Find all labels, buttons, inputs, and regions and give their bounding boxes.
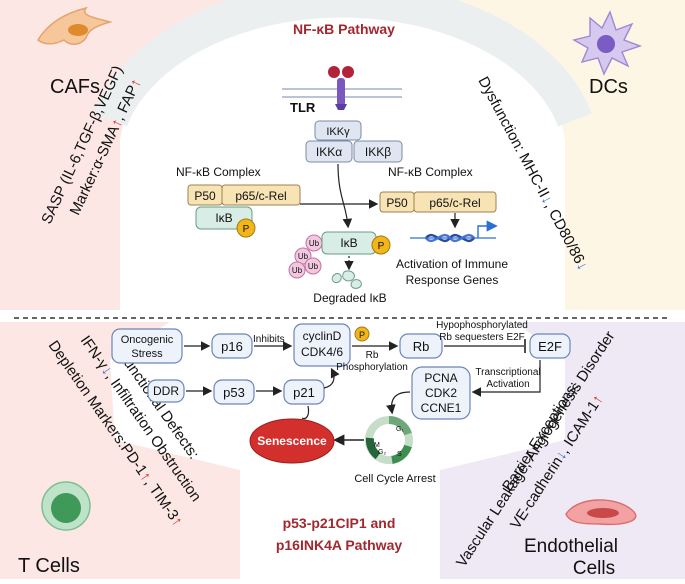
cdk2-label: CDK2 (425, 386, 457, 400)
dc-cell-icon (572, 10, 643, 76)
ikk-alpha-label: IKKα (316, 145, 342, 159)
e2f-box (529, 333, 571, 359)
nfkb-complex-left-label: NF-κB Complex (176, 165, 261, 179)
ikk-to-ikb-arrow (337, 163, 353, 229)
p16-box (211, 333, 253, 359)
oncogenic-label-line2: Stress (131, 348, 163, 360)
p53-label: p53 (223, 385, 245, 400)
dcs-label: DCs (589, 76, 628, 98)
ub-icon-3 (288, 261, 306, 279)
p50-left-label: P50 (194, 189, 216, 203)
nfkb-complex-right-label: NF-κB Complex (388, 165, 473, 179)
ddr-box (147, 379, 185, 403)
inhibits-label: Inhibits (253, 334, 285, 345)
grey-arc (93, 0, 592, 127)
p21-label: p21 (293, 385, 315, 400)
cyclind-label: cyclinD (303, 329, 342, 343)
pcna-label: PCNA (424, 371, 457, 385)
ddr-label: DDR (153, 384, 179, 398)
cyclind-box (293, 323, 351, 367)
cell-cycle-icon (365, 416, 413, 464)
p21-to-senescence-arrow (301, 405, 310, 420)
p50-right-label: P50 (386, 196, 408, 210)
tlr-label: TLR (290, 100, 316, 115)
ub-icon-4 (304, 257, 322, 275)
p53-box (213, 379, 255, 405)
ikk-alpha-box (305, 140, 353, 163)
p65-right-label: p65/c-Rel (429, 196, 480, 210)
rb-box (399, 333, 443, 359)
caf-cell-icon (37, 6, 113, 45)
e2f-to-pcna-arrow (471, 360, 541, 397)
p16-label: p16 (221, 339, 243, 354)
tcell-icon (41, 481, 91, 531)
endothelial-cell-icon (565, 499, 637, 526)
degraded-ikb-icon (331, 270, 362, 289)
pathway-title-line2: p16INK4A Pathway (276, 537, 403, 553)
cell-cycle-arrest-label: Cell Cycle Arrest (354, 473, 435, 485)
p65-left-box (221, 184, 301, 206)
phospho-left-icon (236, 218, 256, 238)
transcriptional-line2: Activation (486, 379, 529, 390)
m-label: M (374, 442, 380, 449)
rb-phospho-label: P (359, 330, 365, 340)
tlr-receptor-icon (328, 66, 354, 110)
g2-label: G₂ (378, 449, 386, 456)
pcna-to-arrest-arrow (386, 391, 411, 415)
pcna-box (411, 366, 471, 420)
rb-phosphorylation-line1: Rb (366, 350, 379, 361)
oncogenic-label-line1: Oncogenic (121, 334, 174, 346)
p21-to-cyclind-arrow (323, 367, 340, 389)
ikk-beta-label: IKKβ (365, 145, 391, 159)
s-label: S (397, 451, 402, 458)
ikb-left-label: IκB (215, 211, 232, 225)
ub-label-2: Ub (298, 252, 309, 261)
rb-phosphorylation-line2: Phosphorylation (336, 362, 408, 373)
tcells-label: T Cells (18, 555, 80, 577)
nfkb-title: NF-κB Pathway (293, 21, 395, 37)
phospho-center-icon (371, 235, 391, 255)
g1-label: G₁ (396, 426, 404, 433)
cafs-panel (0, 0, 245, 310)
ikk-beta-box (353, 140, 403, 163)
phospho-left-label: P (243, 224, 250, 235)
activation-label-line1: Activation of Immune (396, 257, 508, 271)
activation-label-line2: Response Genes (406, 273, 499, 287)
pathway-title-line1: p53-p21CIP1 and (283, 515, 396, 531)
rb-label: Rb (413, 339, 430, 354)
e2f-label: E2F (538, 339, 562, 354)
dna-helix-icon (410, 220, 498, 243)
ikk-gamma-label: IKKγ (326, 126, 350, 138)
ub-label-4: Ub (308, 262, 319, 271)
rb-phospho-icon (354, 326, 370, 342)
cdk46-label: CDK4/6 (301, 345, 343, 359)
ccne1-label: CCNE1 (421, 401, 462, 415)
endothelial-label-line1: Endothelial (524, 536, 618, 557)
hypophosphorylated-line2: Rb sequesters E2F (439, 332, 525, 343)
transcriptional-line1: Transcriptional (475, 367, 540, 378)
p65-right-box (413, 191, 497, 213)
senescence-label: Senescence (257, 434, 327, 448)
oncogenic-stress-box (111, 328, 183, 364)
phospho-center-label: P (378, 241, 385, 252)
degraded-ikb-label: Degraded IκB (313, 291, 386, 305)
senescence-ellipse (249, 418, 335, 464)
cafs-label: CAFs (50, 76, 100, 98)
ikk-gamma-box (314, 120, 362, 141)
ub-label-1: Ub (309, 239, 320, 248)
ub-label-3: Ub (292, 266, 303, 275)
p65-left-label: p65/c-Rel (235, 189, 286, 203)
endothelial-label-line2: Cells (573, 558, 615, 579)
ikb-center-label: IκB (340, 236, 357, 250)
p21-box (283, 379, 325, 405)
dcs-panel (440, 0, 685, 310)
hypophosphorylated-line1: Hypophosphorylated (436, 320, 528, 331)
